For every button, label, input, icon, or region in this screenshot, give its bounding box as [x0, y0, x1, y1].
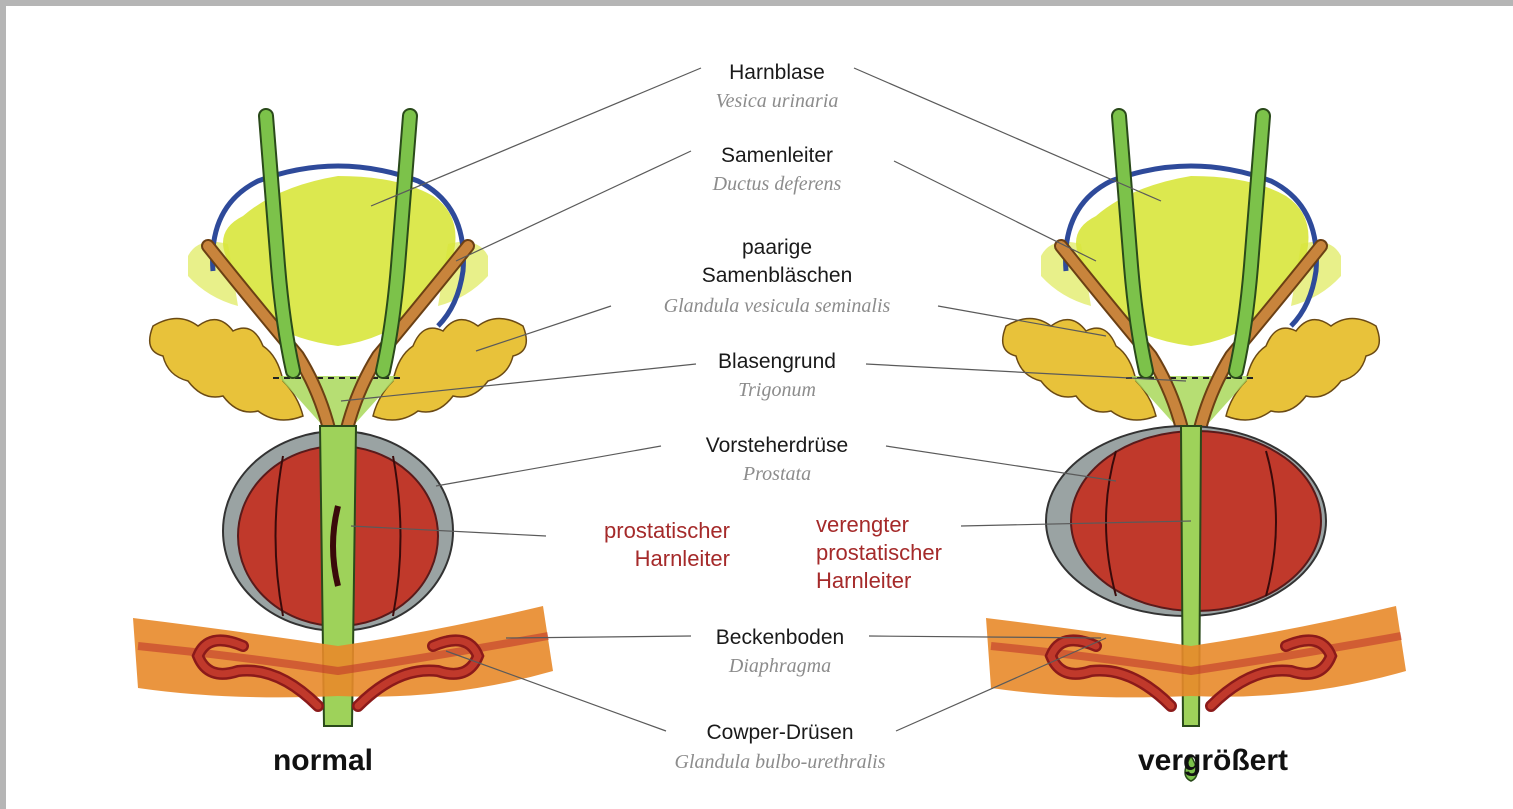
- cowper-label: Cowper-Drüsen: [706, 721, 853, 744]
- right-callout-line2: prostatischer: [816, 540, 942, 565]
- anatomy-diagram: Harnblase Vesica urinaria Samenleiter Du…: [6, 6, 1513, 809]
- samenleiter-latin: Ductus deferens: [712, 173, 842, 195]
- left-callout-line1: prostatischer: [604, 518, 730, 543]
- label-samenleiter: Samenleiter Ductus deferens: [712, 144, 842, 195]
- label-beckenboden: Beckenboden Diaphragma: [716, 626, 844, 677]
- harnblase-label: Harnblase: [729, 61, 825, 84]
- prostata-latin: Prostata: [742, 463, 811, 485]
- beckenboden-label: Beckenboden: [716, 626, 844, 649]
- caption-vergroessert: vergrößert: [1138, 744, 1288, 777]
- label-harnblase: Harnblase Vesica urinaria: [716, 61, 839, 112]
- prostata-label: Vorsteherdrüse: [706, 434, 848, 457]
- samenblaeschen-label-line2: Samenbläschen: [702, 264, 853, 287]
- label-samenblaeschen: paarige Samenbläschen Glandula vesicula …: [664, 236, 891, 317]
- label-prostata: Vorsteherdrüse Prostata: [706, 434, 848, 485]
- callout-prostatischer-harnleiter: prostatischer Harnleiter: [604, 518, 730, 571]
- harnblase-latin: Vesica urinaria: [716, 90, 839, 112]
- left-callout-line2: Harnleiter: [635, 546, 730, 571]
- caption-normal: normal: [273, 744, 373, 777]
- organ-enlarged: [986, 116, 1406, 781]
- cowper-latin: Glandula bulbo-urethralis: [675, 751, 886, 773]
- beckenboden-latin: Diaphragma: [728, 655, 831, 677]
- organ-normal: [133, 116, 553, 726]
- label-blasengrund: Blasengrund Trigonum: [718, 350, 836, 401]
- samenblaeschen-latin: Glandula vesicula seminalis: [664, 295, 891, 317]
- right-callout-line3: Harnleiter: [816, 568, 911, 593]
- blasengrund-latin: Trigonum: [738, 379, 816, 401]
- samenblaeschen-label-line1: paarige: [742, 236, 812, 259]
- blasengrund-label: Blasengrund: [718, 350, 836, 373]
- label-cowper: Cowper-Drüsen Glandula bulbo-urethralis: [675, 721, 886, 773]
- callout-verengter-harnleiter: verengter prostatischer Harnleiter: [816, 512, 942, 593]
- samenleiter-label: Samenleiter: [721, 144, 833, 167]
- right-callout-line1: verengter: [816, 512, 909, 537]
